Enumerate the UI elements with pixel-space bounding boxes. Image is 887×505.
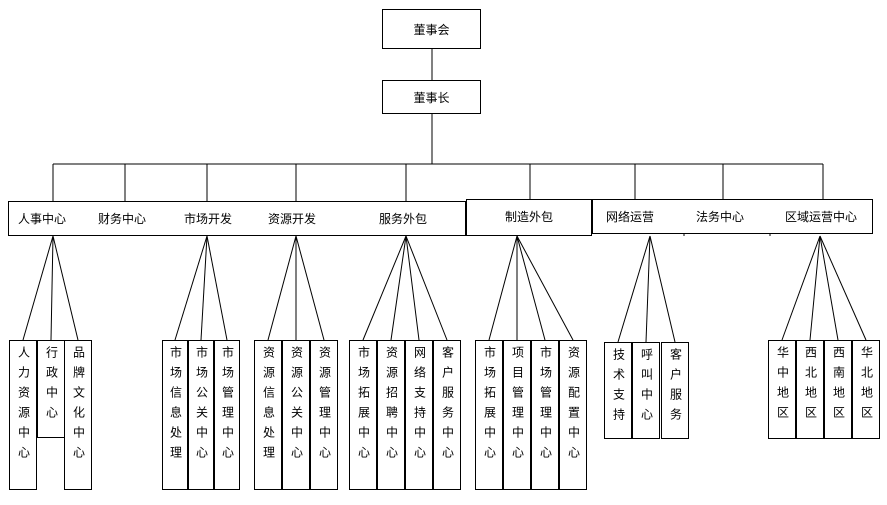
fan-out-line bbox=[405, 235, 420, 341]
fan-out-line bbox=[649, 235, 676, 343]
sub-department-label: 资源信息处理 bbox=[261, 346, 276, 466]
sub-department-node: 网络支持中心 bbox=[405, 340, 433, 490]
sub-department-label: 西北地区 bbox=[803, 346, 818, 426]
sub-department-label: 市场公关中心 bbox=[194, 346, 209, 466]
sub-department-label: 技术支持 bbox=[611, 348, 626, 428]
fan-out-line bbox=[488, 235, 518, 341]
fan-out-line bbox=[200, 235, 208, 341]
sub-department-label: 华中地区 bbox=[775, 346, 790, 426]
fan-out-line bbox=[206, 235, 228, 341]
fan-out-line bbox=[405, 235, 448, 341]
sub-department-node: 西北地区 bbox=[796, 340, 824, 439]
sub-department-node: 市场管理中心 bbox=[531, 340, 559, 490]
sub-department-node: 客户服务中心 bbox=[433, 340, 461, 490]
sub-department-label: 项目管理中心 bbox=[510, 346, 525, 466]
fan-out-line bbox=[52, 235, 79, 341]
chairman-node: 董事长 bbox=[382, 80, 481, 114]
sub-department-node: 市场信息处理 bbox=[162, 340, 188, 490]
sub-department-node: 华北地区 bbox=[852, 340, 880, 439]
sub-department-node: 资源招聘中心 bbox=[377, 340, 405, 490]
sub-department-node: 市场拓展中心 bbox=[349, 340, 377, 490]
dept-row-right bbox=[592, 199, 873, 234]
department-node: 区域运营中心 bbox=[784, 210, 857, 224]
sub-department-label: 资源配置中心 bbox=[566, 346, 581, 466]
board-label: 董事会 bbox=[413, 22, 450, 37]
department-node: 资源开发 bbox=[267, 212, 316, 226]
department-node: 网络运营 bbox=[605, 210, 654, 224]
sub-department-node: 项目管理中心 bbox=[503, 340, 531, 490]
fan-out-line bbox=[809, 235, 821, 341]
fan-out-line bbox=[645, 235, 651, 343]
sub-department-label: 市场管理中心 bbox=[538, 346, 553, 466]
board-node: 董事会 bbox=[382, 9, 481, 49]
department-node: 制造外包 bbox=[504, 210, 553, 224]
sub-department-label: 西南地区 bbox=[831, 346, 846, 426]
fan-out-line bbox=[50, 235, 54, 341]
sub-department-label: 资源招聘中心 bbox=[384, 346, 399, 466]
fan-out-line bbox=[390, 235, 407, 341]
dept-row-left bbox=[8, 201, 466, 236]
sub-department-label: 品牌文化中心 bbox=[71, 346, 86, 466]
sub-department-node: 资源管理中心 bbox=[310, 340, 338, 490]
sub-department-label: 华北地区 bbox=[859, 346, 874, 426]
sub-department-label: 网络支持中心 bbox=[412, 346, 427, 466]
sub-department-label: 行政中心 bbox=[44, 346, 59, 426]
fan-out-line bbox=[22, 235, 54, 341]
sub-department-label: 资源公关中心 bbox=[289, 346, 304, 466]
fan-out-line bbox=[781, 235, 821, 341]
fan-out-line bbox=[295, 235, 325, 341]
sub-department-label: 市场管理中心 bbox=[220, 346, 235, 466]
fan-out-line bbox=[819, 235, 839, 341]
sub-department-node: 呼叫中心 bbox=[632, 342, 660, 439]
department-node: 服务外包 bbox=[378, 212, 427, 226]
sub-department-node: 人力资源中心 bbox=[9, 340, 37, 490]
sub-department-node: 客户服务 bbox=[661, 342, 689, 439]
sub-department-label: 市场信息处理 bbox=[168, 346, 183, 466]
dept-row-middle bbox=[466, 199, 592, 236]
fan-out-line bbox=[362, 235, 407, 341]
department-node: 市场开发 bbox=[183, 212, 232, 226]
chairman-label: 董事长 bbox=[413, 90, 450, 105]
sub-department-label: 呼叫中心 bbox=[639, 348, 654, 428]
fan-out-line bbox=[516, 235, 546, 341]
fan-out-line bbox=[174, 235, 208, 341]
sub-department-node: 市场公关中心 bbox=[188, 340, 214, 490]
department-node: 财务中心 bbox=[97, 212, 146, 226]
sub-department-node: 市场管理中心 bbox=[214, 340, 240, 490]
sub-department-node: 西南地区 bbox=[824, 340, 852, 439]
sub-department-node: 华中地区 bbox=[768, 340, 796, 439]
sub-department-node: 市场拓展中心 bbox=[475, 340, 503, 490]
fan-out-line bbox=[267, 235, 297, 341]
fan-out-line bbox=[617, 235, 651, 343]
sub-department-label: 资源管理中心 bbox=[317, 346, 332, 466]
sub-department-node: 品牌文化中心 bbox=[64, 340, 92, 490]
sub-department-node: 资源配置中心 bbox=[559, 340, 587, 490]
fan-out-line bbox=[819, 235, 867, 341]
sub-department-label: 客户服务中心 bbox=[440, 346, 455, 466]
sub-department-node: 资源信息处理 bbox=[254, 340, 282, 490]
sub-department-label: 市场拓展中心 bbox=[356, 346, 371, 466]
sub-department-label: 市场拓展中心 bbox=[482, 346, 497, 466]
department-node: 法务中心 bbox=[695, 210, 744, 224]
sub-department-label: 客户服务 bbox=[668, 348, 683, 428]
sub-department-node: 资源公关中心 bbox=[282, 340, 310, 490]
sub-department-label: 人力资源中心 bbox=[16, 346, 31, 466]
sub-department-node: 行政中心 bbox=[37, 340, 65, 438]
department-node: 人事中心 bbox=[17, 212, 66, 226]
fan-out-line bbox=[516, 235, 574, 341]
sub-department-node: 技术支持 bbox=[604, 342, 632, 439]
